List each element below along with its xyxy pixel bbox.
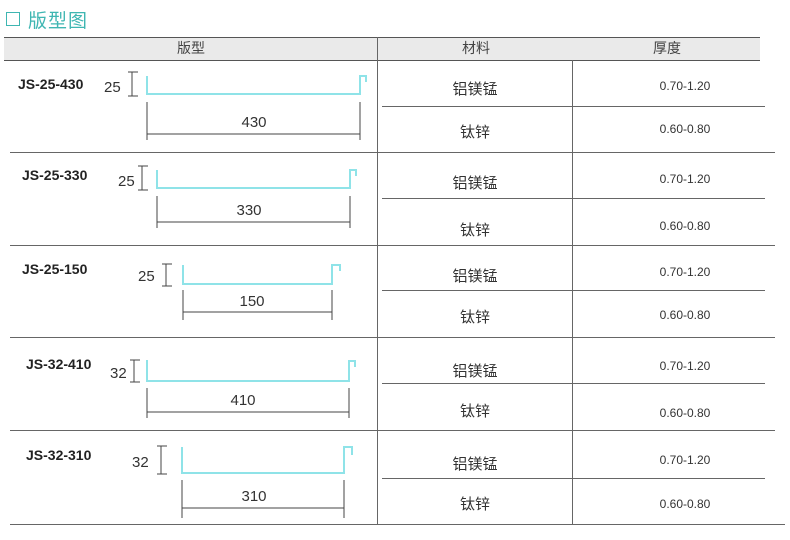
thickness-cell: 0.70-1.20 <box>659 172 711 186</box>
width-label: 310 <box>241 488 266 505</box>
section-title: 版型图 <box>6 6 88 32</box>
row-divider <box>382 478 765 479</box>
material-cell: 铝镁锰 <box>452 80 498 98</box>
height-label: 25 <box>138 268 155 285</box>
width-dimension <box>156 196 351 228</box>
width-dimension <box>181 480 345 518</box>
page-title: 版型图 <box>28 9 89 32</box>
profile-shape <box>182 264 341 285</box>
material-cell: 钛锌 <box>459 308 490 326</box>
height-dimension <box>157 445 167 475</box>
profile-shape <box>146 75 367 95</box>
width-label: 430 <box>241 114 266 131</box>
thickness-cell: 0.60-0.80 <box>659 497 711 511</box>
model-name: JS-32-410 <box>26 356 92 372</box>
thickness-cell: 0.60-0.80 <box>659 308 711 322</box>
material-cell: 铝镁锰 <box>452 174 498 192</box>
table-bottom-border <box>10 524 785 525</box>
material-cell: 钛锌 <box>459 221 490 239</box>
row-divider <box>382 198 765 199</box>
width-label: 410 <box>230 392 255 409</box>
checkbox-square-icon <box>6 12 20 26</box>
thickness-cell: 0.70-1.20 <box>659 359 711 373</box>
table-header: 版型 材料 厚度 <box>4 37 760 61</box>
width-dimension <box>182 290 333 320</box>
width-dimension <box>146 388 350 418</box>
header-thickness: 厚度 <box>653 41 681 57</box>
profile-shape <box>146 360 356 382</box>
header-material: 材料 <box>462 41 490 57</box>
material-cell: 钛锌 <box>459 495 490 513</box>
thickness-cell: 0.70-1.20 <box>659 79 711 93</box>
model-name: JS-32-310 <box>26 447 92 463</box>
thickness-cell: 0.70-1.20 <box>659 453 711 467</box>
row-divider <box>10 152 775 153</box>
row-divider <box>382 290 765 291</box>
column-divider-profile <box>377 37 378 524</box>
width-label: 330 <box>236 202 261 219</box>
width-label: 150 <box>239 293 264 310</box>
material-cell: 钛锌 <box>459 402 490 420</box>
height-label: 32 <box>132 454 149 471</box>
material-cell: 铝镁锰 <box>452 267 498 285</box>
material-cell: 铝镁锰 <box>452 362 498 380</box>
column-divider-material <box>572 60 573 524</box>
height-dimension <box>162 263 172 287</box>
profile-shape <box>181 446 353 474</box>
model-name: JS-25-330 <box>22 167 88 183</box>
model-name: JS-25-430 <box>18 76 84 92</box>
row-divider <box>10 337 775 338</box>
header-profile: 版型 <box>177 41 205 57</box>
height-dimension <box>130 359 140 383</box>
width-dimension <box>146 102 361 140</box>
height-dimension <box>138 165 148 191</box>
thickness-cell: 0.60-0.80 <box>659 219 711 233</box>
row-divider <box>382 106 765 107</box>
height-label: 25 <box>118 173 135 190</box>
thickness-cell: 0.60-0.80 <box>659 122 711 136</box>
material-cell: 铝镁锰 <box>452 455 498 473</box>
thickness-cell: 0.60-0.80 <box>659 406 711 420</box>
height-label: 32 <box>110 365 127 382</box>
profile-shape <box>156 169 357 189</box>
height-dimension <box>128 71 138 97</box>
row-divider <box>10 430 775 431</box>
height-label: 25 <box>104 79 121 96</box>
row-divider <box>382 383 765 384</box>
material-cell: 钛锌 <box>459 123 490 141</box>
row-divider <box>10 245 775 246</box>
thickness-cell: 0.70-1.20 <box>659 265 711 279</box>
model-name: JS-25-150 <box>22 261 88 277</box>
